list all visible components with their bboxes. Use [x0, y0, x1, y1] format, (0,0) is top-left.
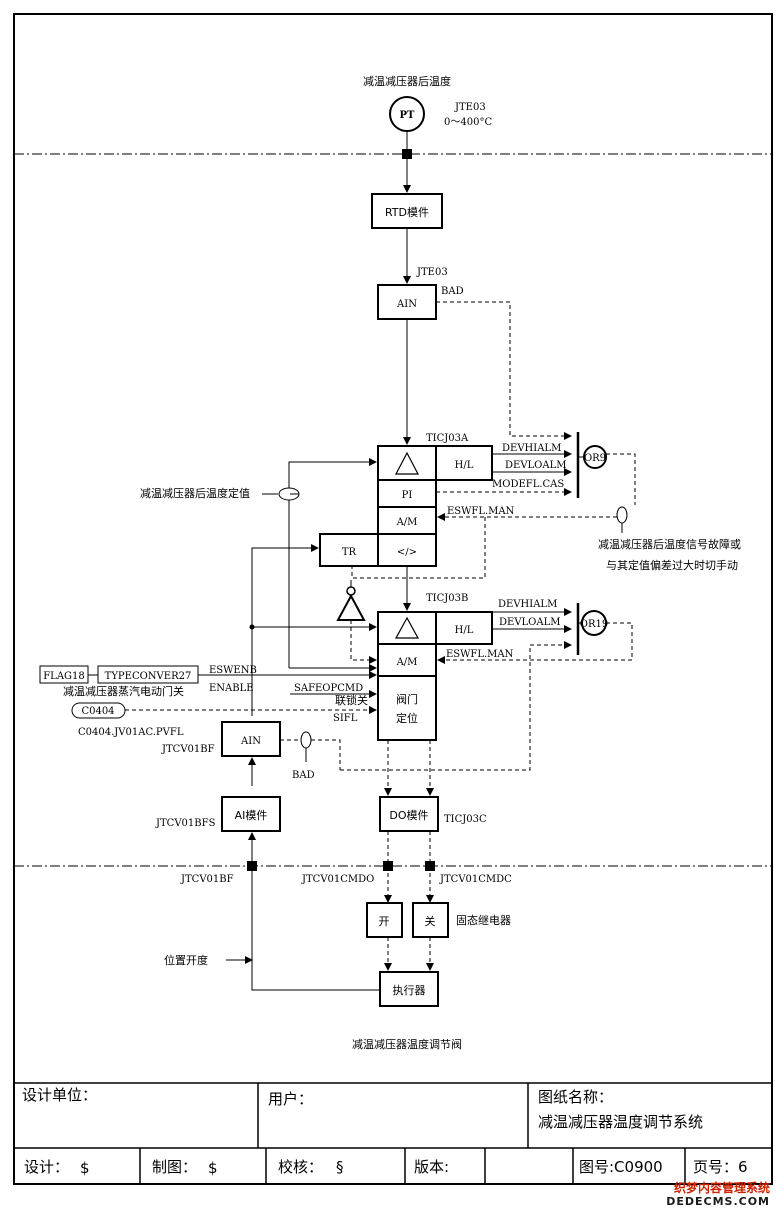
- or9-label: OR9: [584, 453, 606, 464]
- ai-module-tag: JTCV01BFS: [155, 818, 216, 829]
- draw-label: 制图：: [152, 1158, 197, 1176]
- ticj03a-delta-box: [377, 445, 437, 481]
- ain2-box: [221, 721, 281, 757]
- title-block: [14, 1082, 772, 1184]
- do-module-label: DO模件: [389, 809, 428, 822]
- ticj03b-devlo: DEVLOALM: [499, 617, 560, 628]
- interlock-close-label: 联锁关: [335, 693, 368, 707]
- drawing-number: 图号:C0900: [579, 1158, 663, 1176]
- ticj03b-devhi: DEVHIALM: [498, 599, 557, 610]
- signal-bf: JTCV01BF: [180, 874, 234, 885]
- tr-label: TR: [342, 547, 357, 558]
- positioner-box: [377, 675, 437, 741]
- ain2-label: AIN: [240, 736, 261, 747]
- signal-cmdc: JTCV01CMDC: [439, 874, 512, 885]
- ain2-tag: JTCV01BF: [161, 744, 215, 755]
- sheet-border: [13, 13, 773, 1185]
- motor-valve-label: 减温减压器蒸汽电动门关: [63, 684, 184, 698]
- positioner-line1: 阀门: [396, 692, 418, 706]
- signal-cmdo: JTCV01CMDO: [301, 874, 374, 885]
- ain2-bad: BAD: [292, 770, 315, 781]
- position-label: 位置开度: [164, 953, 208, 967]
- enable-label: ENABLE: [209, 683, 254, 694]
- junction-marker: [383, 861, 393, 871]
- drawing-name: 减温减压器温度调节系统: [538, 1113, 703, 1131]
- c0404-tag: C0404.JV01AC.PVFL: [78, 727, 184, 738]
- ain1-label: AIN: [396, 299, 417, 310]
- ai-module-label: AI模件: [235, 809, 268, 822]
- close-box: [412, 902, 449, 938]
- actuator-box: [379, 971, 439, 1007]
- setpoint-label: 减温减压器后温度定值: [140, 486, 250, 500]
- note-line1: 减温减压器后温度信号故障或: [598, 537, 741, 551]
- actuator-label: 执行器: [393, 983, 426, 997]
- bad-tap: [300, 731, 312, 749]
- ticj03a-devlo: DEVLOALM: [505, 460, 566, 471]
- svg-text:织梦内容管理系统: 织梦内容管理系统: [674, 1180, 770, 1195]
- flag18-label: FLAG18: [43, 671, 85, 682]
- ain1-bad: BAD: [441, 286, 464, 297]
- typeconver-label: TYPECONVER27: [105, 671, 192, 682]
- c0404-label: C0404: [81, 706, 114, 717]
- eswenb-label: ESWENB: [209, 665, 257, 676]
- do-module-tag: TICJ03C: [444, 814, 487, 825]
- not-gate-icon: [336, 593, 366, 621]
- pt-range: 0～400°C: [444, 117, 492, 128]
- open-box: [366, 902, 403, 938]
- junction-marker: [402, 149, 412, 159]
- ticj03a-eswfl: ESWFL.MAN: [447, 506, 515, 517]
- ain1-input-tag: JTE03: [416, 267, 448, 278]
- ticj03a-modefl: MODEFL.CAS: [492, 479, 564, 490]
- top-label: 减温减压器后温度: [363, 74, 451, 88]
- ticj03b-am: A/M: [396, 657, 418, 668]
- positioner-line2: 定位: [396, 711, 418, 725]
- ticj03b-hl-box: [435, 611, 493, 645]
- tracker-symbol: <∕>: [397, 547, 417, 558]
- rtd-module-label: RTD模件: [385, 206, 429, 219]
- safeop-label: SAFEOPCMD: [294, 683, 363, 694]
- ticj03b-hl: H/L: [455, 625, 474, 636]
- watermark-logo: 织梦内容管理系统 DEDECMS.COM: [666, 1180, 770, 1208]
- ai-module-box: [221, 796, 281, 832]
- design-unit-label: 设计单位：: [22, 1086, 97, 1104]
- ticj03a-hl-box: [435, 445, 493, 481]
- ticj03a-tag: TICJ03A: [426, 433, 469, 444]
- design-label: 设计：: [24, 1158, 69, 1176]
- ticj03a-pi: PI: [402, 490, 413, 501]
- tr-box: [319, 533, 379, 567]
- draw-value: $: [208, 1159, 218, 1177]
- do-module-box: [379, 796, 439, 832]
- pt-tag: JTE03: [454, 102, 486, 113]
- check-label: 校核：: [278, 1158, 323, 1176]
- delta-icon: [395, 451, 419, 475]
- drawing-name-label: 图纸名称：: [538, 1088, 613, 1106]
- or19-label: OR19: [580, 619, 608, 630]
- junction-marker: [425, 861, 435, 871]
- page-number: 页号：6: [693, 1158, 748, 1176]
- version-label: 版本:: [414, 1158, 449, 1176]
- svg-text:DEDECMS.COM: DEDECMS.COM: [666, 1195, 770, 1208]
- ticj03a-devhi: DEVHIALM: [502, 443, 561, 454]
- or9-gate-icon: [583, 445, 607, 469]
- ticj03b-tag: TICJ03B: [426, 593, 468, 604]
- open-label: 开: [379, 915, 390, 928]
- check-value: §: [336, 1158, 344, 1176]
- pt-label: PT: [400, 110, 416, 121]
- user-label: 用户：: [268, 1090, 313, 1108]
- ticj03a-am: A/M: [396, 517, 418, 528]
- sifl-label: SIFL: [333, 713, 358, 724]
- design-value: $: [80, 1159, 90, 1177]
- ticj03b-eswfl: ESWFL.MAN: [446, 649, 514, 660]
- delta-icon: [394, 616, 420, 639]
- diagram-caption: 减温减压器温度调节阀: [352, 1037, 462, 1051]
- ticj03a-hl: H/L: [455, 460, 474, 471]
- note-line2: 与其定值偏差过大时切手动: [606, 558, 738, 572]
- close-label: 关: [425, 914, 436, 928]
- or9-output-tap: [616, 506, 628, 524]
- ssr-label: 固态继电器: [456, 914, 511, 927]
